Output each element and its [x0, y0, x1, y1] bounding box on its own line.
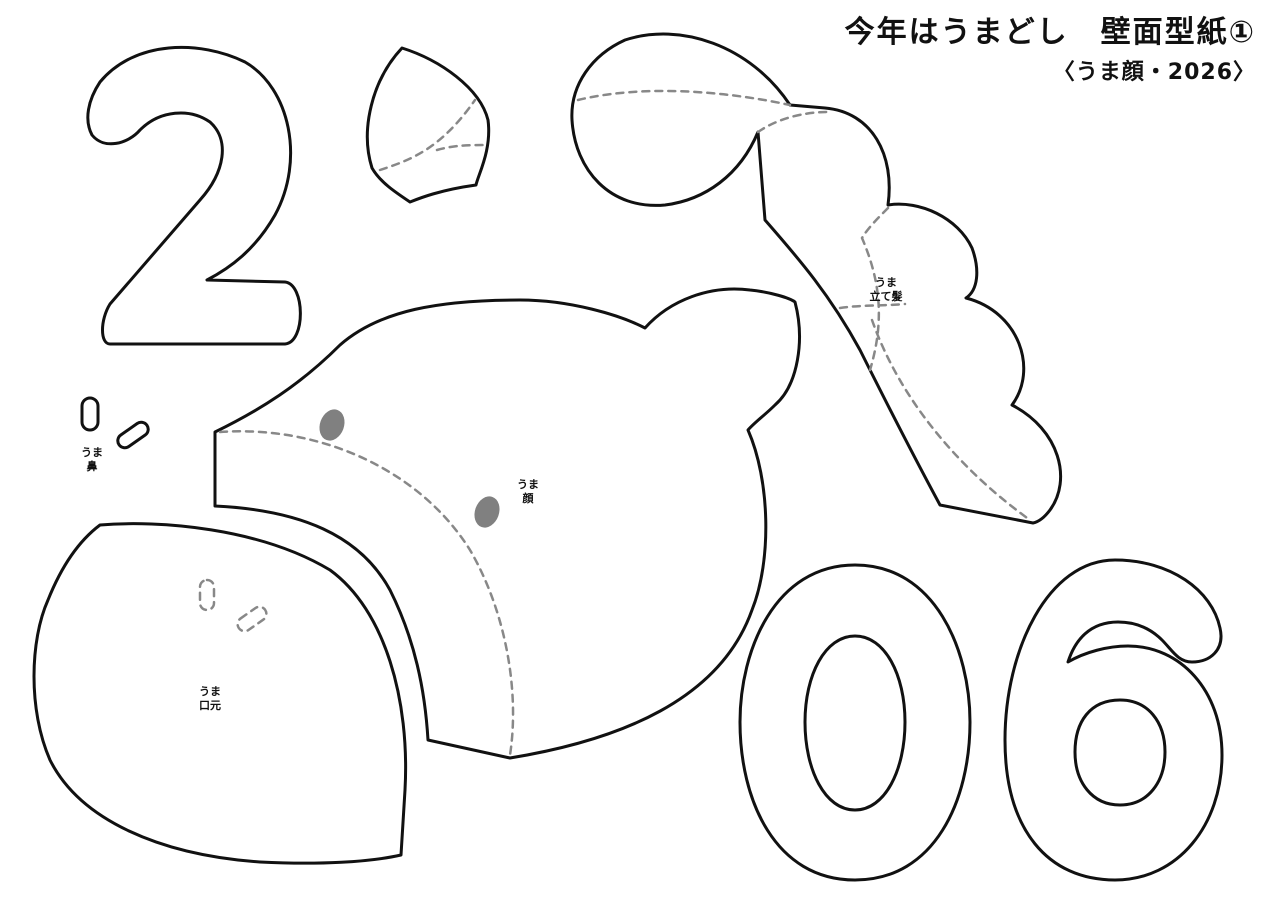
digit-six-value: 6: [1115, 750, 1116, 751]
nose-label-line2: 鼻: [86, 460, 98, 473]
mane-fold-line-3: [838, 302, 907, 310]
left-eye-mark: [319, 409, 345, 441]
digit-six-outline: [1003, 558, 1224, 882]
forelock-fold-line: [576, 89, 792, 107]
mouth-label-line2: 口元: [199, 699, 221, 712]
horse-mouth-piece: [32, 522, 408, 865]
mouth-nostril-guide-1: [198, 578, 216, 612]
digit-two-value: 2: [188, 200, 189, 201]
face-label-line1: うま: [517, 478, 539, 491]
horse-mane: [570, 32, 1063, 525]
nose-label: うま 鼻: [78, 446, 106, 474]
mouth-label: うま 口元: [192, 685, 228, 713]
nose-label-line1: うま: [81, 446, 103, 459]
horse-face: [213, 287, 801, 760]
mane-fold-line-1: [756, 110, 832, 134]
digit-zero-value: 0: [850, 720, 851, 721]
title-block: 今年はうまどし 壁面型紙① 〈うま顔・2026〉: [845, 14, 1256, 88]
mane-fold-line-4: [870, 318, 1032, 522]
horse-ear: [365, 46, 491, 204]
mane-label-line1: うま: [875, 276, 897, 289]
page-title: 今年はうまどし 壁面型紙①: [844, 15, 1256, 50]
ear-fold-line-2: [435, 143, 490, 152]
mouth-nostril-guide-2: [236, 605, 268, 633]
nose-piece-vertical: [80, 396, 100, 432]
face-fold-line: [218, 430, 515, 757]
face-label: うま 顔: [514, 478, 542, 506]
page-subtitle: 〈うま顔・2026〉: [1052, 60, 1256, 85]
right-eye-mark: [474, 496, 500, 528]
digit-zero-outline: [738, 563, 972, 882]
mouth-label-line1: うま: [199, 685, 221, 698]
mane-fold-line-2: [860, 206, 890, 372]
mane-label-line2: 立て髪: [869, 290, 903, 303]
face-label-line2: 顔: [522, 492, 534, 505]
nose-piece-slanted: [116, 420, 150, 450]
mane-label: うま 立て髪: [864, 276, 908, 304]
digit-two-outline: [86, 45, 302, 346]
